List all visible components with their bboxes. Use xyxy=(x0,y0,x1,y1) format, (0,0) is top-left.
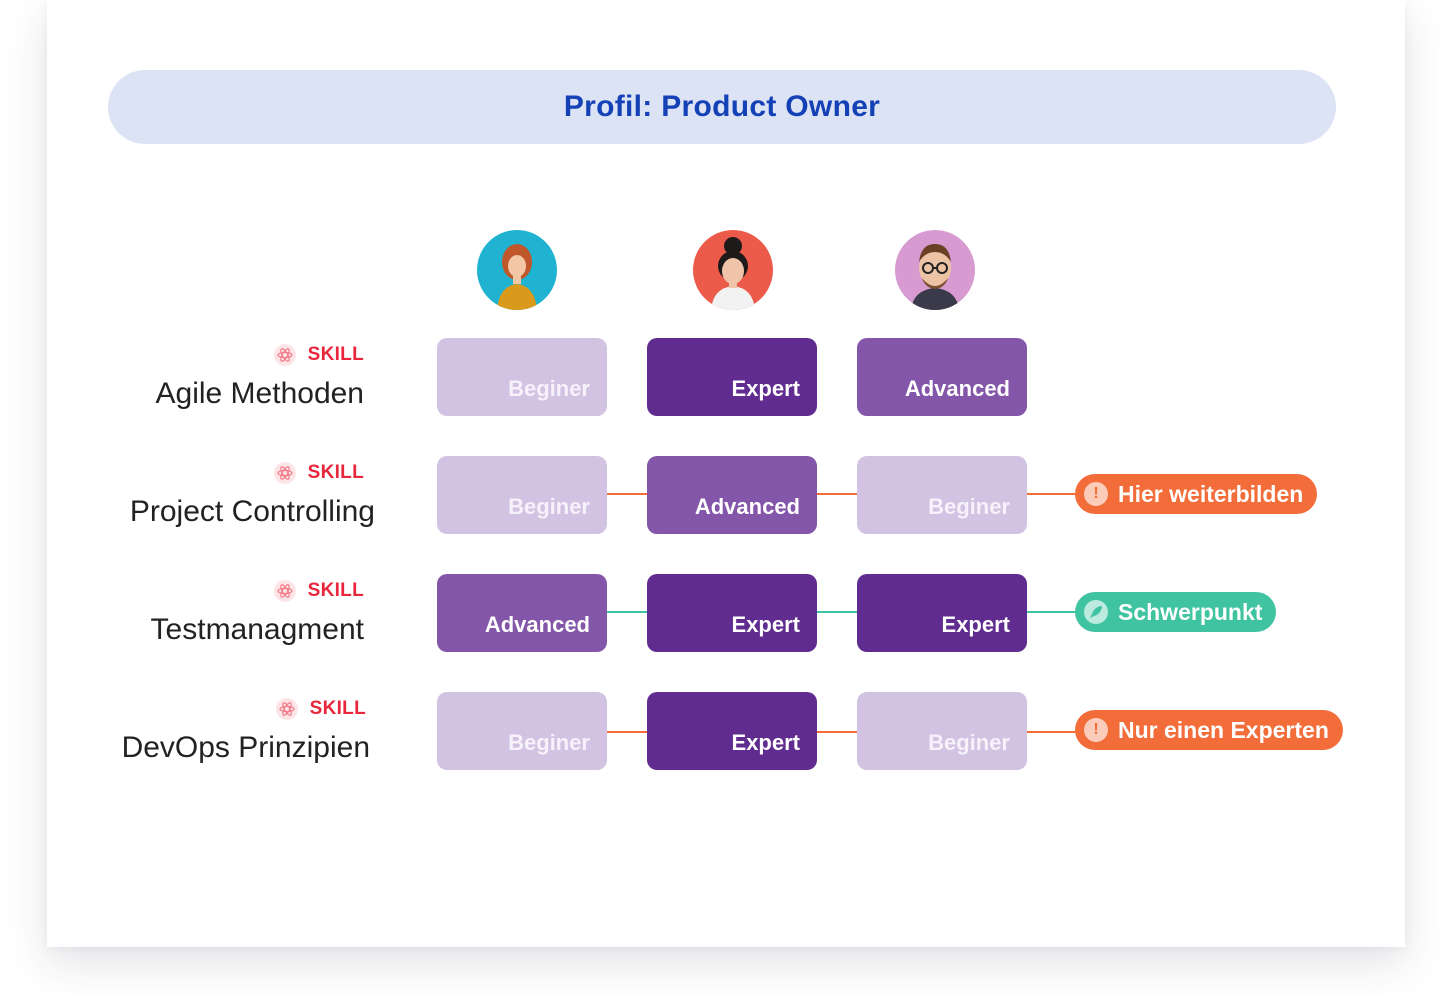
atom-icon xyxy=(275,698,298,720)
connector-line xyxy=(817,731,857,733)
person-1-icon xyxy=(477,230,557,310)
level-cell-4-2: Expert xyxy=(647,692,817,770)
level-cell-1-2: Expert xyxy=(647,338,817,416)
connector-line xyxy=(817,611,857,613)
badge-hier-weiterbilden: ! Hier weiterbilden xyxy=(1075,474,1318,514)
level-cell-1-1: Beginer xyxy=(437,338,607,416)
skill-tag-2: SKILL xyxy=(273,461,364,485)
skill-tag-1: SKILL xyxy=(273,343,364,367)
skill-name-4: DevOps Prinzipien xyxy=(121,731,370,764)
level-cell-4-3: Beginer xyxy=(857,692,1027,770)
person-3-icon xyxy=(895,230,975,310)
skill-name-2: Project Controlling xyxy=(129,495,375,528)
level-cell-4-1: Beginer xyxy=(437,692,607,770)
atom-icon xyxy=(273,344,296,366)
level-cell-2-3: Beginer xyxy=(857,456,1027,534)
exclamation-icon: ! xyxy=(1084,482,1108,506)
level-cell-2-1: Beginer xyxy=(437,456,607,534)
badge-nur-einen-experten: ! Nur einen Experten xyxy=(1075,710,1343,750)
connector-line xyxy=(1027,731,1077,733)
atom-icon xyxy=(273,580,296,602)
avatar-person-1 xyxy=(477,230,557,310)
skill-tag-3: SKILL xyxy=(273,579,364,603)
skill-name-3: Testmanagment xyxy=(150,613,364,646)
level-cell-1-3: Advanced xyxy=(857,338,1027,416)
atom-icon xyxy=(273,462,296,484)
profile-title: Profil: Product Owner xyxy=(563,90,881,123)
avatar-person-2 xyxy=(693,230,773,310)
avatar-person-3 xyxy=(895,230,975,310)
rocket-icon xyxy=(1084,600,1108,624)
skill-name-1: Agile Methoden xyxy=(155,377,364,410)
connector-line xyxy=(1027,611,1077,613)
profile-title-bar: Profil: Product Owner xyxy=(108,70,1336,144)
level-cell-3-2: Expert xyxy=(647,574,817,652)
exclamation-icon: ! xyxy=(1084,718,1108,742)
connector-line xyxy=(607,611,647,613)
person-2-icon xyxy=(693,230,773,310)
skill-tag-4: SKILL xyxy=(275,697,366,721)
level-cell-3-1: Advanced xyxy=(437,574,607,652)
badge-schwerpunkt: Schwerpunkt xyxy=(1075,592,1277,632)
level-cell-3-3: Expert xyxy=(857,574,1027,652)
connector-line xyxy=(607,493,647,495)
connector-line xyxy=(1027,493,1077,495)
connector-line xyxy=(607,731,647,733)
connector-line xyxy=(817,493,857,495)
level-cell-2-2: Advanced xyxy=(647,456,817,534)
